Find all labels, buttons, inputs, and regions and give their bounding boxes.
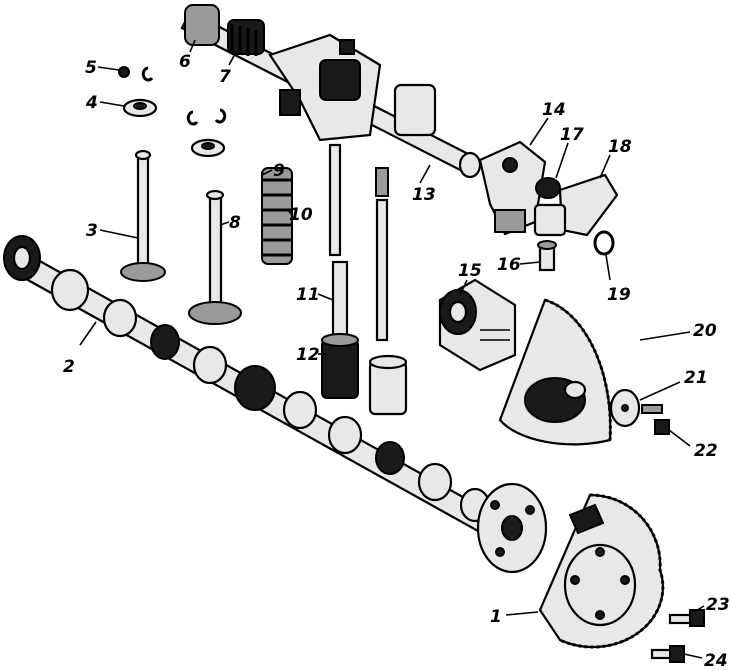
callout-7: 7 [219,67,231,87]
gear-bolts-22 [641,404,670,435]
o-ring [593,230,615,256]
valve-springs [261,167,293,265]
callout-6: 6 [179,52,191,72]
callout-23: 23 [706,595,730,615]
callout-12: 12 [296,345,320,365]
callout-4: 4 [85,93,98,113]
drive-coupling [438,278,517,372]
leader-lines [79,39,705,659]
callout-14: 14 [542,100,566,120]
callout-24: 24 [704,651,728,671]
callout-18: 18 [608,137,632,157]
timing-gear-upper [498,298,612,446]
callout-2: 2 [63,357,75,377]
callout-20: 20 [693,321,717,341]
callout-8: 8 [229,213,241,233]
callout-13: 13 [412,185,436,205]
callout-labels: 1 2 3 4 5 6 7 8 9 10 11 12 13 14 15 16 1… [63,52,730,671]
callout-15: 15 [458,261,482,281]
callout-9: 9 [273,161,285,181]
rocker-shaft-assembly [180,4,482,179]
callout-1: 1 [490,607,502,627]
gear-bolts-23-24 [650,609,705,663]
rocker-arm-18 [533,173,619,237]
camshaft [3,235,548,574]
callout-5: 5 [85,58,97,78]
thrust-washer [609,388,641,428]
callout-19: 19 [607,285,631,305]
timing-gear-lower [538,493,665,649]
tappets [321,167,408,416]
callout-16: 16 [497,255,521,275]
valve-spring-retainer [122,98,226,158]
callout-21: 21 [684,368,708,388]
callout-10: 10 [289,205,313,225]
callout-3: 3 [86,221,98,241]
callout-22: 22 [694,441,718,461]
callout-17: 17 [560,125,584,145]
exhaust-valve [120,149,166,282]
adjusting-screw [537,240,557,272]
intake-valve [188,189,242,325]
valve-cotters [118,66,227,126]
callout-11: 11 [296,285,320,305]
